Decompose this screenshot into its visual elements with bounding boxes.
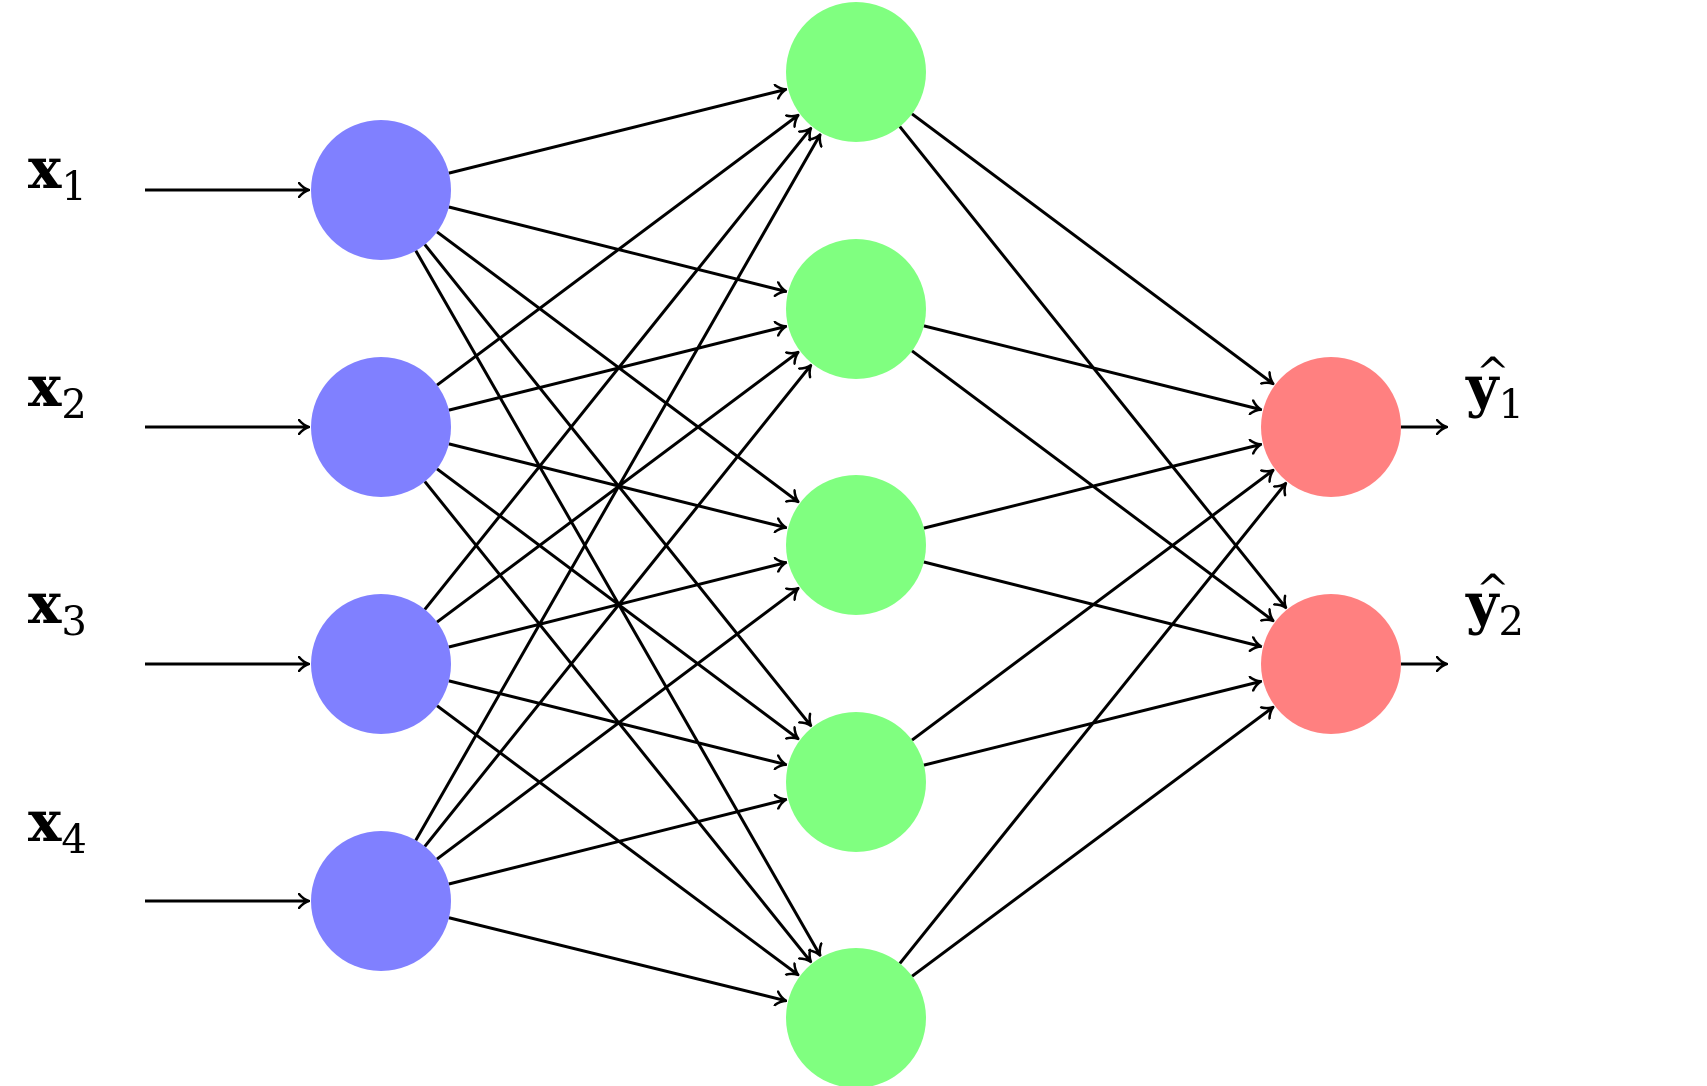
- edge-hidden5-output1: [898, 483, 1286, 965]
- neurons: [311, 2, 1401, 1086]
- input-neuron-4: [311, 831, 451, 971]
- output-label-1-hat: ^: [1476, 350, 1510, 396]
- edge-hidden3-output1: [923, 444, 1261, 530]
- edge-input4-hidden1: [414, 134, 820, 842]
- edge-input1-hidden1: [448, 89, 786, 175]
- output-neuron-1: [1261, 357, 1401, 497]
- input-label-1: x1: [28, 136, 87, 210]
- output-label-2: y2: [1465, 571, 1524, 645]
- hidden-neuron-4: [786, 712, 926, 852]
- output-label-1: y1: [1465, 354, 1524, 428]
- hidden-neuron-1: [786, 2, 926, 142]
- input-labels: x1 x2 x3 x4: [28, 136, 87, 863]
- hidden-neuron-2: [786, 239, 926, 379]
- input-neuron-3: [311, 594, 451, 734]
- edge-hidden1-output1: [911, 112, 1273, 384]
- connections: [145, 89, 1447, 1000]
- input-label-3: x3: [28, 571, 87, 645]
- edge-hidden5-output2: [911, 707, 1273, 978]
- hidden-neuron-5: [786, 948, 926, 1086]
- edge-input4-hidden5: [448, 916, 786, 1001]
- input-label-4: x4: [28, 789, 87, 863]
- edge-input4-hidden4: [448, 799, 786, 886]
- output-neuron-2: [1261, 594, 1401, 734]
- edge-input4-hidden2: [423, 365, 811, 848]
- output-label-2-hat: ^: [1476, 567, 1510, 613]
- edge-hidden2-output1: [923, 324, 1261, 410]
- edge-input3-hidden1: [423, 128, 811, 611]
- hidden-neuron-3: [786, 475, 926, 615]
- input-label-2: x2: [28, 354, 87, 428]
- edge-input4-hidden3: [436, 588, 798, 861]
- edge-hidden4-output1: [911, 470, 1273, 742]
- edge-input2-hidden1: [436, 115, 798, 387]
- input-neuron-1: [311, 120, 451, 260]
- input-neuron-2: [311, 357, 451, 497]
- output-labels: ^ y1 ^ y2: [1465, 350, 1524, 645]
